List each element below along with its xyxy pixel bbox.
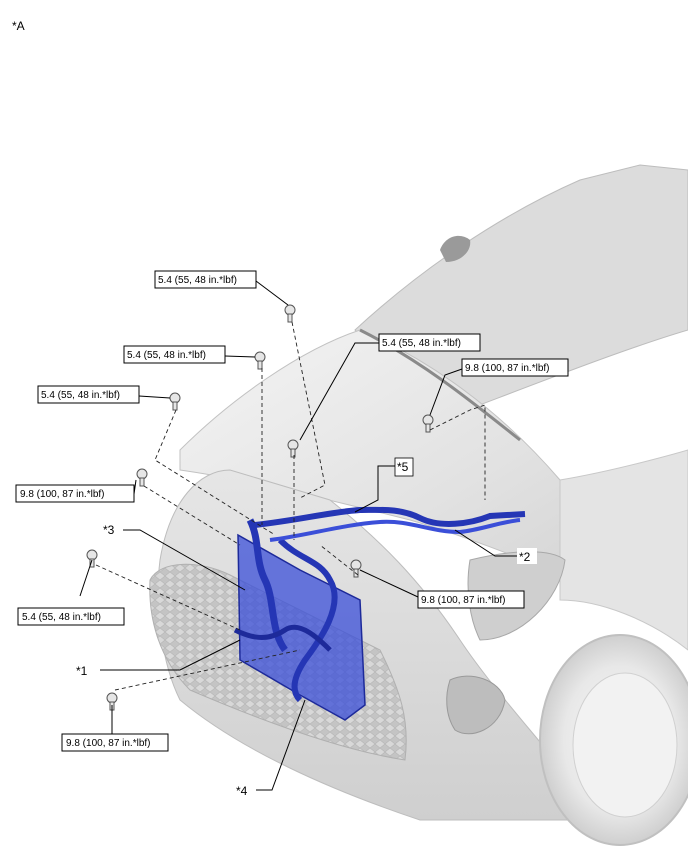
callout-4: *4 — [236, 784, 248, 798]
leader-lines — [79, 280, 517, 791]
callouts: *A *1 *2 *3 *4 *5 — [12, 19, 537, 798]
car-body — [149, 164, 688, 846]
bolt-4 — [287, 439, 299, 458]
torque-label-2: 5.4 (55, 48 in.*lbf) — [127, 350, 206, 361]
torque-box-7: 9.8 (100, 87 in.*lbf) — [417, 590, 525, 609]
dashed-lines — [95, 321, 486, 691]
pipe-detail — [233, 625, 332, 652]
callout-2-group: *2 — [517, 548, 537, 564]
callout-1: *1 — [76, 664, 88, 678]
fender — [559, 449, 688, 651]
callout-3: *3 — [103, 523, 115, 537]
torque-box-2: 5.4 (55, 48 in.*lbf) — [123, 345, 226, 364]
torque-box-8: 5.4 (55, 48 in.*lbf) — [17, 607, 125, 626]
windshield — [354, 164, 688, 421]
bolt-2 — [254, 351, 266, 370]
wheel-rim — [572, 672, 678, 818]
bolt-7 — [86, 549, 98, 568]
torque-label-7: 9.8 (100, 87 in.*lbf) — [421, 595, 506, 606]
torque-box-9: 9.8 (100, 87 in.*lbf) — [61, 733, 169, 752]
bolts — [86, 304, 434, 711]
bolt-5 — [136, 468, 148, 487]
torque-box-1: 5.4 (55, 48 in.*lbf) — [154, 270, 257, 289]
torque-label-5: 9.8 (100, 87 in.*lbf) — [465, 363, 550, 374]
torque-label-6: 9.8 (100, 87 in.*lbf) — [20, 489, 105, 500]
torque-specs: 5.4 (55, 48 in.*lbf) 5.4 (55, 48 in.*lbf… — [15, 270, 569, 752]
torque-label-1: 5.4 (55, 48 in.*lbf) — [158, 275, 237, 286]
torque-box-4: 5.4 (55, 48 in.*lbf) — [378, 333, 481, 352]
torque-box-5: 9.8 (100, 87 in.*lbf) — [461, 358, 569, 377]
liquid-tube[interactable] — [254, 506, 526, 528]
callout-5: *5 — [397, 460, 409, 474]
torque-label-8: 5.4 (55, 48 in.*lbf) — [22, 612, 101, 623]
torque-box-6: 9.8 (100, 87 in.*lbf) — [15, 484, 135, 503]
bolt-1 — [284, 304, 296, 323]
torque-label-9: 9.8 (100, 87 in.*lbf) — [66, 738, 151, 749]
side-mirror — [440, 235, 471, 262]
torque-label-4: 5.4 (55, 48 in.*lbf) — [382, 338, 461, 349]
torque-box-3: 5.4 (55, 48 in.*lbf) — [37, 385, 140, 404]
bolt-6 — [422, 414, 434, 433]
view-label: *A — [12, 19, 25, 33]
fog-light — [446, 675, 506, 735]
callout-2: *2 — [519, 550, 531, 564]
torque-label-3: 5.4 (55, 48 in.*lbf) — [41, 390, 120, 401]
bolt-3 — [169, 392, 181, 411]
cooler-tube[interactable] — [277, 537, 338, 703]
callout-5-group: *5 — [394, 457, 414, 477]
highlighted-parts — [233, 506, 526, 721]
suction-tube[interactable] — [269, 518, 521, 542]
discharge-hose[interactable] — [246, 518, 288, 653]
